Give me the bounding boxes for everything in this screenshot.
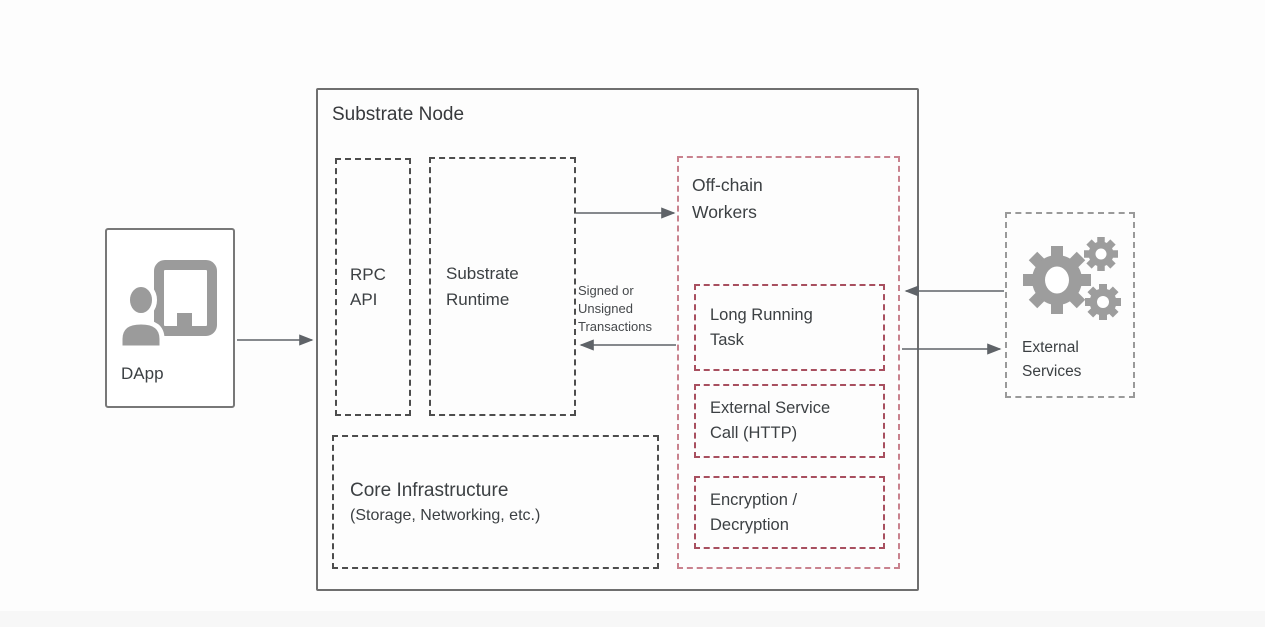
transactions-annotation: Signed or Unsigned Transactions [578, 283, 652, 335]
external-services-box: External Services [1005, 212, 1135, 398]
rpc-api-label: RPC API [350, 264, 386, 310]
core-infrastructure-subtitle: (Storage, Networking, etc.) [350, 506, 541, 524]
offchain-workers-box: Off-chain Workers Long Running Task Exte… [677, 156, 900, 569]
presenter-icon [119, 260, 217, 348]
external-service-call-label: External Service Call (HTTP) [710, 399, 831, 442]
external-services-label: External Services [1022, 339, 1082, 381]
substrate-node-box: Substrate Node RPC API Substrate Runtime… [316, 88, 919, 591]
core-infrastructure-title: Core Infrastructure [350, 479, 509, 501]
offchain-workers-title: Off-chain Workers [692, 175, 763, 223]
core-infrastructure-box: Core Infrastructure (Storage, Networking… [332, 435, 659, 569]
long-running-task-label: Long Running Task [710, 305, 813, 349]
substrate-runtime-box: Substrate Runtime [429, 157, 576, 416]
external-service-call-box: External Service Call (HTTP) [694, 384, 885, 458]
bottom-haze [0, 611, 1265, 627]
dapp-label: DApp [121, 364, 164, 383]
long-running-task-box: Long Running Task [694, 284, 885, 371]
dapp-box: DApp [105, 228, 235, 408]
encryption-decryption-box: Encryption / Decryption [694, 476, 885, 549]
substrate-node-title: Substrate Node [332, 104, 465, 125]
encryption-decryption-label: Encryption / Decryption [710, 490, 798, 534]
rpc-api-box: RPC API [335, 158, 411, 416]
substrate-runtime-label: Substrate Runtime [446, 264, 519, 309]
gears-icon [1023, 237, 1121, 320]
